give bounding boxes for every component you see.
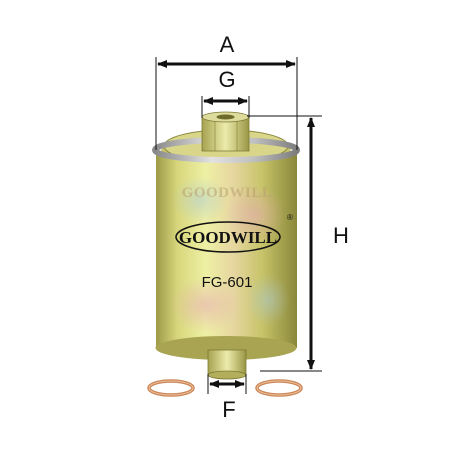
- filter-body: [155, 152, 297, 360]
- registered-mark: ®: [287, 213, 293, 222]
- brand-logo-text: GOODWILL: [179, 228, 277, 247]
- model-number: FG-601: [202, 274, 253, 291]
- brand-logo: GOODWILL ®: [175, 213, 293, 253]
- dimension-a-label: A: [220, 32, 235, 57]
- top-fitting-nut: [201, 111, 250, 152]
- dimension-f-label: F: [222, 397, 235, 422]
- dimension-g-label: G: [218, 67, 235, 92]
- bottom-outlet: [207, 349, 247, 380]
- left-sealing-washer: [147, 379, 195, 397]
- dimension-h: H: [247, 115, 349, 372]
- dimension-f: F: [207, 374, 247, 422]
- dimension-g: G: [201, 67, 250, 118]
- right-sealing-washer: [255, 379, 303, 397]
- brand-watermark: GOODWILL: [182, 185, 273, 201]
- dimension-a: A: [155, 32, 298, 150]
- dimension-h-label: H: [333, 223, 349, 248]
